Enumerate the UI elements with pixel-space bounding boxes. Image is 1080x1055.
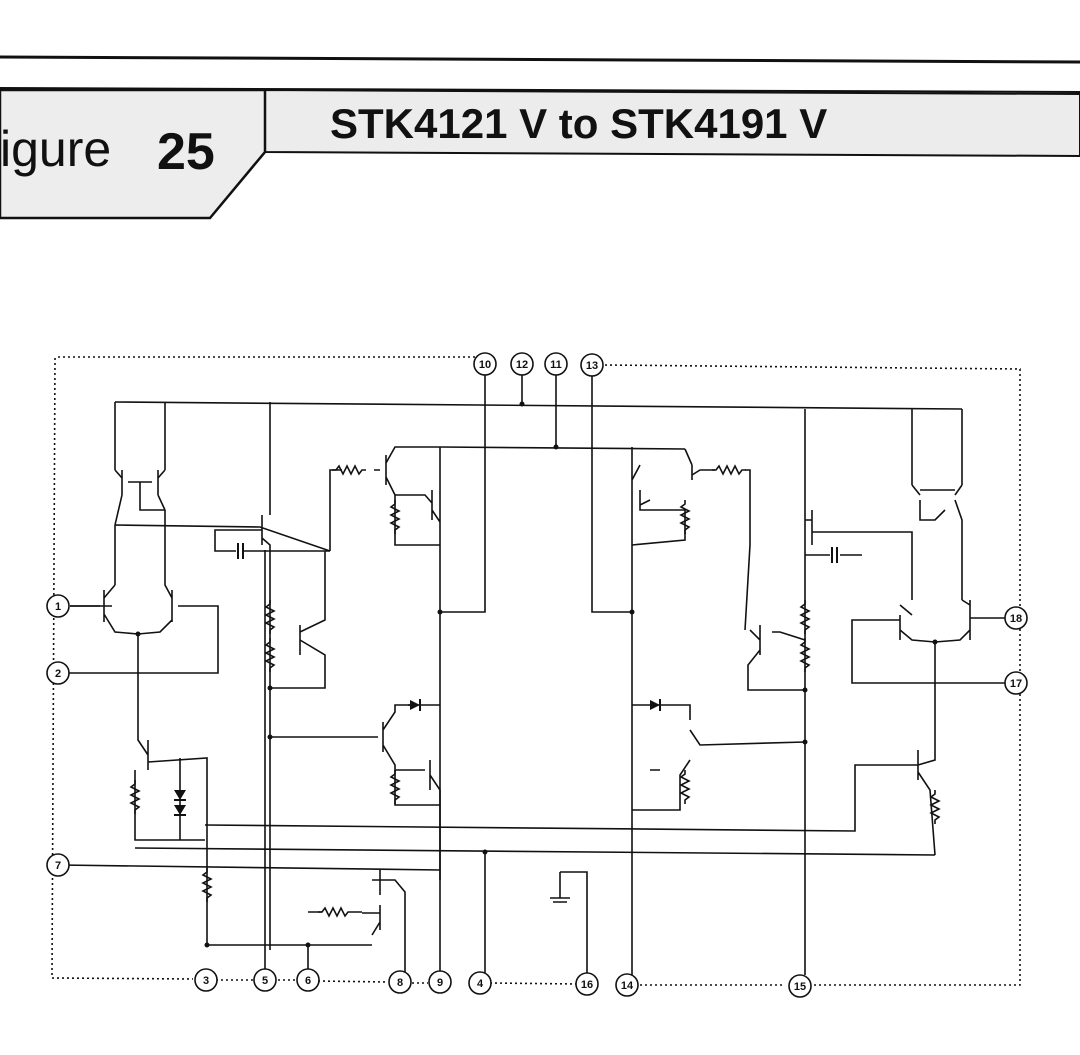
pin-7-label: 7: [55, 860, 61, 872]
top-rule-line: [0, 55, 1080, 64]
left-vas: [214, 402, 330, 600]
left-upper-darlington: [385, 446, 441, 880]
pin7-wire: [59, 864, 441, 871]
top-supply-rail: [114, 401, 963, 410]
diode-bias-2: [174, 805, 186, 815]
pin-16-label: 16: [581, 979, 593, 991]
top-rule-line-2: [0, 87, 1080, 93]
pin-7: 7: [46, 853, 70, 877]
right-upper-darlington: [631, 447, 751, 975]
pin-6: 6: [296, 968, 320, 992]
ground-symbol: [550, 871, 588, 975]
left-tail-transistor: [137, 634, 208, 945]
right-current-mirror: [911, 409, 963, 600]
pin-14: 14: [615, 973, 639, 997]
pin-circles: 1 2 7 3 5 6 8: [46, 352, 1028, 998]
pin-9-label: 9: [437, 977, 443, 989]
junction-dot: [267, 734, 273, 740]
pin-18-label: 18: [1010, 613, 1022, 625]
pin-10: 10: [473, 352, 497, 376]
figure-number: 25: [157, 123, 215, 181]
circuit-schematic: 1 2 7 3 5 6 8: [46, 352, 1028, 998]
pin-3-label: 3: [203, 975, 209, 987]
pin-13: 13: [580, 353, 604, 377]
junction-dot: [305, 942, 311, 948]
right-vbe-multiplier: [747, 625, 806, 691]
pin-11-label: 11: [550, 359, 562, 371]
left-driver-input: [329, 469, 380, 551]
package-outline-dotted: [51, 356, 1021, 986]
pin-17-label: 17: [1010, 678, 1022, 690]
pin-10-label: 10: [479, 359, 491, 371]
diode-left: [410, 700, 420, 710]
left-lower-darlington: [270, 704, 441, 880]
pin-3: 3: [194, 968, 218, 992]
junction-dot: [629, 609, 635, 615]
pin-9: 9: [428, 970, 452, 994]
resistor-r14: [317, 907, 353, 917]
pin-11: 11: [544, 352, 568, 376]
pin13-wire: [591, 372, 632, 613]
left-mirror-out: [114, 524, 331, 585]
right-diff-pair: [862, 531, 1008, 643]
left-bias-network: [134, 758, 205, 841]
pin-1-label: 1: [55, 601, 61, 613]
diode-set: [174, 699, 661, 816]
junction-dots: [135, 401, 938, 948]
figure-header-frame: [0, 55, 1080, 220]
pin-5-label: 5: [262, 975, 268, 987]
capacitor-set: [237, 543, 838, 563]
pin-4-label: 4: [477, 978, 484, 990]
pin-16: 16: [575, 972, 599, 996]
figure-tab: [0, 88, 267, 220]
pin-15-label: 15: [794, 981, 806, 993]
right-vas: [804, 409, 862, 975]
right-upper-darlington-2: [631, 464, 686, 546]
left-current-mirror: [114, 402, 166, 526]
bottom-bias-rails: [134, 764, 936, 856]
junction-dot: [437, 609, 443, 615]
left-vbe-multiplier: [269, 551, 326, 950]
diode-bias-1: [174, 790, 186, 800]
left-diff-pair: [60, 510, 219, 674]
resistor-r13: [711, 465, 747, 475]
protection-transistors: [207, 870, 406, 975]
right-lower-darlington: [632, 704, 806, 811]
figure-label: igure: [0, 121, 112, 177]
pin-17: 17: [1004, 671, 1028, 695]
pin-2-label: 2: [55, 668, 61, 680]
pin-4: 4: [468, 971, 492, 995]
pin-18: 18: [1004, 606, 1028, 630]
junction-dot: [519, 401, 525, 407]
schematic-wiring: [51, 356, 1021, 986]
page-title: STK4121 V to STK4191 V: [330, 100, 828, 147]
pin-12-label: 12: [516, 359, 528, 371]
resistor-r8: [680, 769, 690, 805]
junction-dot: [204, 942, 210, 948]
pin-8: 8: [388, 970, 412, 994]
pin-6-label: 6: [305, 975, 311, 987]
junction-dot: [932, 639, 938, 645]
pin17-feedback: [851, 619, 1008, 684]
right-tail: [917, 642, 936, 856]
pin-15: 15: [788, 974, 812, 998]
junction-dot: [802, 687, 808, 693]
pin-8-label: 8: [397, 977, 403, 989]
pin-12: 12: [510, 352, 534, 376]
junction-dot: [267, 685, 273, 691]
junction-dot: [802, 739, 808, 745]
pin-5: 5: [253, 968, 277, 992]
diode-right: [650, 700, 660, 710]
pin-14-label: 14: [621, 980, 634, 992]
pin10-wire: [442, 372, 486, 613]
pin-2: 2: [46, 661, 70, 685]
junction-dot: [553, 444, 559, 450]
upper-mid-rail: [439, 446, 686, 450]
pin-1: 1: [46, 594, 70, 618]
junction-dot: [135, 631, 141, 637]
junction-dot: [482, 849, 488, 855]
pin-13-label: 13: [586, 360, 598, 372]
